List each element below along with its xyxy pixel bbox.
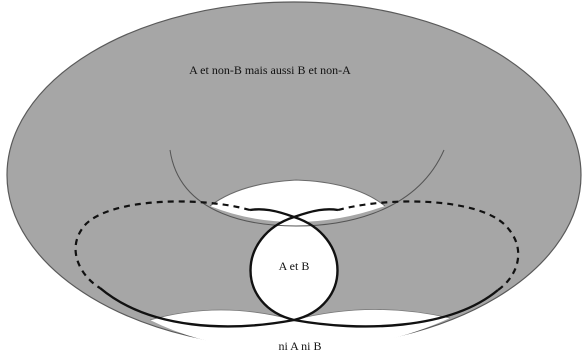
- torus-body: [6, 1, 582, 349]
- torus-hole: [209, 179, 386, 207]
- label-top: A et non-B mais aussi B et non-A: [189, 63, 351, 77]
- curve-a-solid: [99, 208, 339, 328]
- label-bottom: ni A ni B: [278, 339, 321, 353]
- curve-b-solid: [249, 208, 499, 328]
- curve-b-dashed: [337, 200, 520, 291]
- torus-inner-arc: [169, 149, 445, 227]
- label-center: A et B: [279, 259, 310, 273]
- curve-a-dashed: [74, 200, 251, 289]
